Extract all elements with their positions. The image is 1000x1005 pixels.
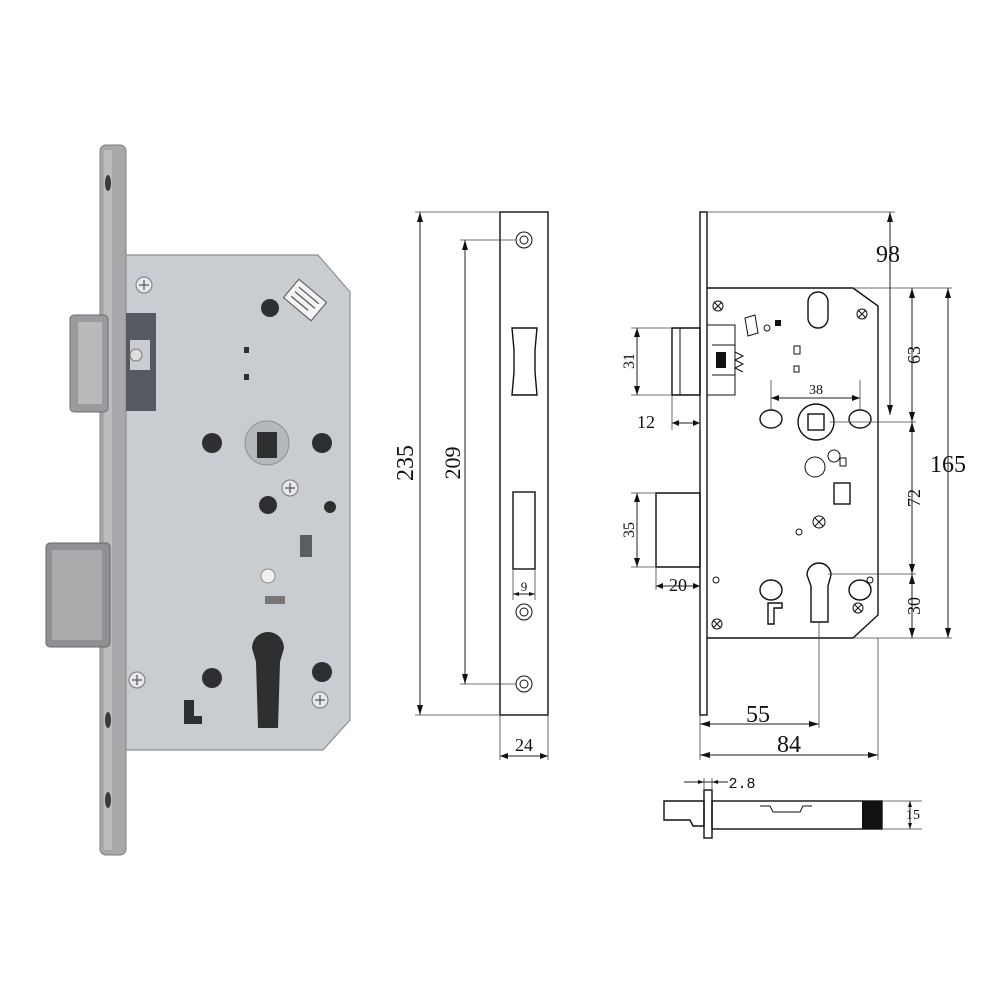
dim-slot-width: 9 bbox=[521, 579, 528, 594]
dim-body-height: 165 bbox=[930, 452, 966, 478]
dim-total-height: 235 bbox=[393, 445, 419, 481]
lock-body bbox=[125, 254, 351, 751]
faceplate-drawing: 235 209 24 9 bbox=[393, 211, 549, 760]
mortise-lock-photo bbox=[45, 144, 351, 856]
dim-faceplate-width: 24 bbox=[515, 735, 533, 755]
dim-body-depth: 84 bbox=[777, 732, 801, 758]
dim-bolt-throw: 20 bbox=[669, 575, 687, 595]
dim-handle-spacing: 38 bbox=[809, 383, 823, 398]
lock-faceplate bbox=[99, 144, 127, 856]
dim-backset-to-plate: 98 bbox=[876, 242, 900, 268]
dim-body-thickness: 15 bbox=[906, 808, 920, 823]
bottom-view-drawing: 2.8 15 bbox=[663, 776, 922, 839]
side-view-drawing: 98 63 165 31 12 38 72 35 20 30 55 84 bbox=[621, 211, 966, 760]
dim-spindle-from-top: 63 bbox=[904, 346, 924, 364]
dim-latch-throw: 12 bbox=[637, 412, 655, 432]
dim-cylinder-to-bottom: 30 bbox=[904, 597, 924, 615]
dim-center-distance: 72 bbox=[904, 489, 924, 507]
dim-bolt-height: 35 bbox=[621, 522, 638, 538]
dim-backset: 55 bbox=[746, 702, 770, 728]
dim-plate-thickness: 2.8 bbox=[728, 776, 755, 793]
dim-screw-spacing: 209 bbox=[440, 447, 465, 480]
dim-latch-height: 31 bbox=[621, 353, 638, 369]
